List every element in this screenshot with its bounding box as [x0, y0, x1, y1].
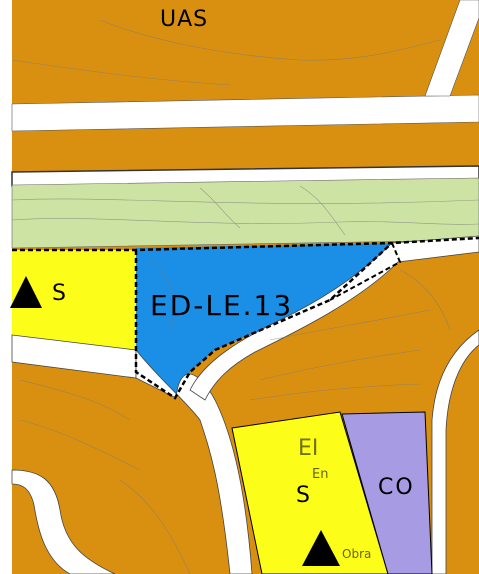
road-diagonal-right [189, 235, 479, 401]
label-ed-le13: ED-LE.13 [150, 289, 293, 322]
commercial-zone-co [341, 411, 433, 574]
label-ei-faint: EI [298, 436, 318, 461]
green-zone [11, 177, 479, 249]
label-obra-faint: Obra [342, 547, 371, 561]
development-zone-ed-le13 [136, 243, 392, 398]
equipment-triangle-icon [302, 530, 340, 566]
contour-lines [11, 19, 479, 574]
boundary-dashed-blue [134, 242, 393, 400]
road-diagonal [424, 0, 479, 97]
road-top [11, 94, 479, 132]
boundary-dashed-road [329, 242, 402, 301]
sector-zone-bottom [231, 411, 389, 574]
label-uas: UAS [160, 7, 208, 32]
sector-zone-left [12, 250, 136, 350]
road-right-vertical [431, 329, 479, 574]
label-s-left: S [52, 281, 66, 306]
label-co: CO [378, 475, 415, 500]
label-en-faint: En [312, 467, 328, 482]
equipment-triangle-icon [10, 276, 42, 308]
boundary-dashed [12, 236, 479, 252]
label-s-bottom: S [296, 483, 310, 508]
road-bottom-left [11, 469, 116, 574]
left-margin [0, 0, 12, 574]
